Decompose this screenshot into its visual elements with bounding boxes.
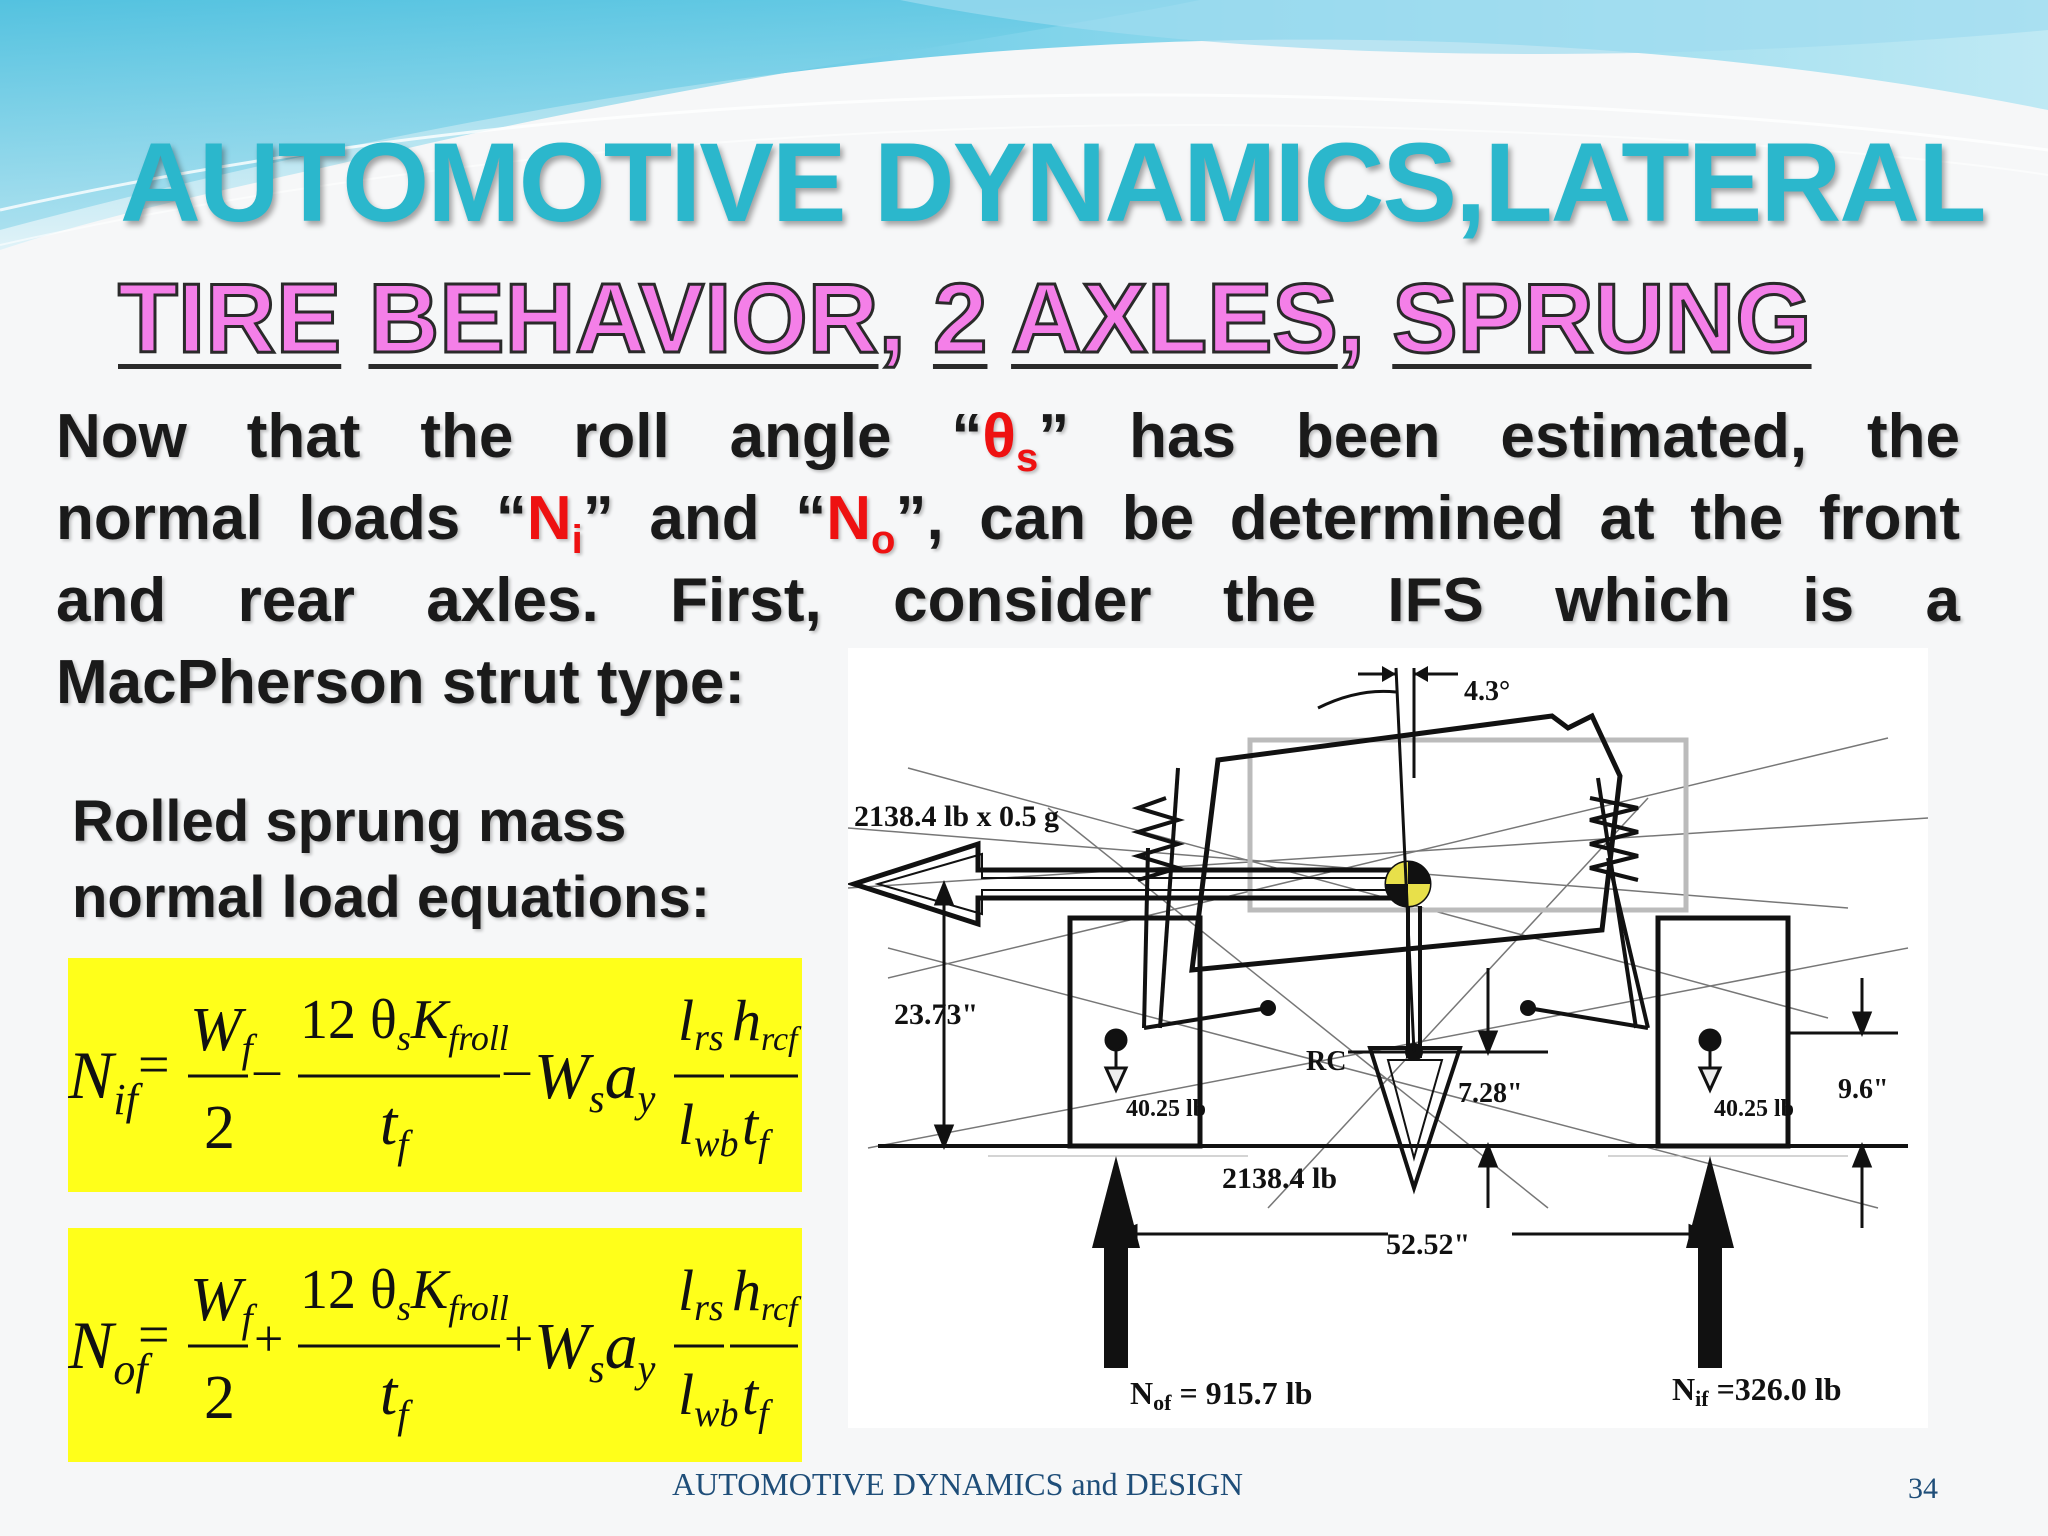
svg-text:–: – [503,1041,531,1098]
page-number: 34 [1908,1472,1938,1505]
svg-text:Nof: Nof [68,1307,153,1394]
svg-text:lwb: lwb [678,1362,738,1435]
left-unsprung-arrow [1103,1028,1129,1094]
svg-text:2: 2 [204,1094,235,1162]
body-line-1: Now that the roll angle “θs” has been es… [56,402,1961,480]
dim-rc-height [1477,968,1499,1208]
theta-symbol: θs [982,402,1039,480]
svg-text:hrcf: hrcf [732,1258,802,1328]
svg-text:tf: tf [742,1092,773,1165]
equation-nif: Nif = Wf 2 – 12 θsKfroll tf – Wsay lrs l… [67,958,802,1192]
nif-arrow [1686,1156,1734,1368]
unrolled-body [1247,737,1689,913]
force-label: 2138.4 lb x 0.5 g [854,800,1059,833]
body-line-3: and rear axles. First, consider the IFS … [56,566,1960,635]
background-waves [0,0,2048,300]
angle-label: 4.3° [1464,676,1510,707]
body-line-2: normal loads “Ni” and “No”, can be deter… [56,484,1961,562]
dim-cg-height [933,879,955,1151]
subtitle-word-tire: TIRE [116,262,342,375]
equation-nof-svg: Nof = Wf 2 + 12 θsKfroll tf + Wsay lrs l… [67,1258,802,1437]
axle-height-label: 9.6" [1838,1074,1889,1105]
equation-nif-svg: Nif = Wf 2 – 12 θsKfroll tf – Wsay lrs l… [67,988,802,1167]
subtitle-comma: , [877,262,907,375]
nof-arrow [1092,1156,1140,1368]
svg-text:tf: tf [380,1090,413,1167]
left-unsprung-weight: 40.25 lb [1126,1096,1206,1122]
svg-text:Nif: Nif [68,1037,144,1124]
svg-text:lrs: lrs [678,1258,724,1329]
suspension-diagram-svg: 4.3° 2138.4 lb x 0.5 g 23.73" RC 7.28" 9… [845,666,1929,1415]
right-strut [1589,777,1650,1029]
svg-text:tf: tf [380,1360,413,1437]
subtitle-word-axles: AXLES [1010,262,1340,375]
left-wheel [1067,915,1203,1149]
track-label: 52.52" [1386,1228,1470,1261]
cg-height-label: 23.73" [894,998,978,1031]
subtitle-word-behavior: BEHAVIOR [367,262,880,375]
svg-text:2: 2 [204,1364,235,1432]
svg-text:+: + [504,1311,533,1368]
right-unsprung-arrow [1697,1028,1723,1094]
svg-text:12 θsKfroll: 12 θsKfroll [300,1259,509,1328]
svg-text:–: – [253,1041,281,1098]
slide-footer: AUTOMOTIVE DYNAMICS and DESIGN [672,1466,1243,1502]
svg-text:+: + [254,1311,283,1368]
subtitle-comma-2: , [1336,262,1366,375]
svg-text:=: = [138,1034,170,1096]
equations-label: Rolled sprung mass normal load equations… [72,789,711,930]
rolled-body [1189,712,1623,973]
svg-text:lrs: lrs [678,988,724,1059]
dim-axle-height [1788,978,1898,1228]
slide-title: AUTOMOTIVE DYNAMICS,LATERAL [120,120,1987,245]
svg-text:hrcf: hrcf [732,988,802,1058]
svg-text:Wf: Wf [190,996,258,1071]
svg-text:lwb: lwb [678,1092,738,1165]
svg-text:Wsay: Wsay [534,1040,656,1121]
right-unsprung-weight: 40.25 lb [1714,1096,1794,1122]
no-symbol: No [826,484,896,562]
body-paragraph: Now that the roll angle “θs” has been es… [56,396,1960,724]
equation-nof: Nof = Wf 2 + 12 θsKfroll tf + Wsay lrs l… [67,1228,802,1462]
svg-text:tf: tf [742,1362,773,1435]
body-line-4: MacPherson strut type: [56,648,746,717]
rc-height-label: 7.28" [1458,1078,1523,1109]
nif-label: Nif =326.0 lb [1672,1371,1841,1411]
ni-symbol: Ni [526,484,583,562]
svg-text:=: = [138,1304,170,1366]
suspension-diagram: 4.3° 2138.4 lb x 0.5 g 23.73" RC 7.28" 9… [845,648,1929,1428]
rc-label: RC [1306,1046,1346,1077]
sprung-weight-label: 2138.4 lb [1222,1162,1337,1195]
nof-label: Nof = 915.7 lb [1130,1375,1312,1415]
slide-subtitle: TIRE BEHAVIOR, 2 AXLES, SPRUNG [116,262,1813,375]
svg-text:12 θsKfroll: 12 θsKfroll [300,989,509,1058]
subtitle-word-2: 2 [931,262,988,375]
subtitle-word-sprung: SPRUNG [1391,262,1813,375]
cg-marker [1384,860,1432,908]
svg-text:Wf: Wf [190,1266,258,1341]
svg-text:Wsay: Wsay [534,1310,656,1391]
